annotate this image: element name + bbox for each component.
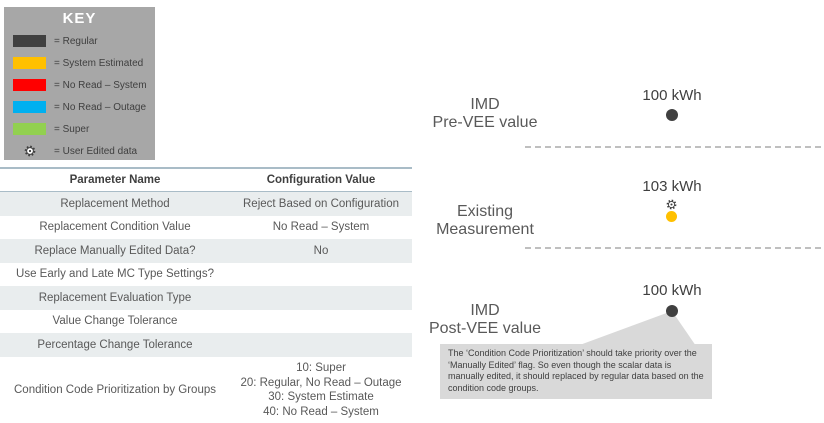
- table-row: Value Change Tolerance: [0, 309, 412, 334]
- no-read-outage-swatch: [13, 101, 46, 113]
- table-row: Replacement Method Reject Based on Confi…: [0, 191, 412, 216]
- existing-system-estimated-dot: [666, 211, 677, 222]
- parameter-name-cell: Value Change Tolerance: [52, 315, 178, 327]
- table-row: Replace Manually Edited Data? No: [0, 239, 412, 263]
- parameter-name-cell: Replacement Evaluation Type: [38, 291, 192, 304]
- legend-title: KEY: [62, 10, 97, 27]
- legend-item-system-estimated: = System Estimated: [4, 52, 155, 74]
- configuration-value-cell: [230, 286, 412, 310]
- post-vee-regular-dot: [666, 305, 678, 317]
- callout-note: The ‘Condition Code Prioritization’ shou…: [440, 344, 712, 399]
- gear-icon: [24, 145, 35, 157]
- callout-pointer: [577, 311, 696, 346]
- legend-item-label: = No Read – Outage: [54, 101, 147, 113]
- pre-vee-regular-dot: [666, 109, 678, 121]
- legend-item-no-read-outage: = No Read – Outage: [4, 96, 155, 118]
- configuration-value-cell: 10: Super 20: Regular, No Read – Outage …: [240, 362, 402, 418]
- configuration-value-cell: [230, 263, 412, 287]
- legend-item-label: = User Edited data: [54, 145, 138, 157]
- legend-item-no-read-system: = No Read – System: [4, 74, 155, 96]
- parameter-name-cell: Condition Code Prioritization by Groups: [14, 383, 216, 396]
- column-header-configuration-value: Configuration Value: [230, 167, 412, 192]
- parameter-name-cell: Replace Manually Edited Data?: [34, 244, 196, 257]
- legend-item-user-edited: = User Edited data: [4, 140, 155, 162]
- existing-measurement-value: 103 kWh: [642, 178, 702, 195]
- table-row: Replacement Condition Value No Read – Sy…: [0, 215, 412, 239]
- table-row: Use Early and Late MC Type Settings?: [0, 262, 412, 287]
- pre-vee-value: 100 kWh: [642, 87, 702, 104]
- system-estimated-swatch: [13, 57, 46, 69]
- legend-item-label: = No Read – System: [54, 79, 147, 91]
- table-header-row: Parameter Name Configuration Value: [0, 167, 412, 192]
- no-read-system-swatch: [13, 79, 46, 91]
- regular-swatch: [13, 35, 46, 47]
- section-divider: [525, 146, 824, 148]
- parameter-name-cell: Replacement Condition Value: [39, 221, 191, 233]
- legend-items: = Regular = System Estimated = No Read –…: [4, 30, 155, 162]
- legend: KEY = Regular = System Estimated = No Re…: [4, 7, 155, 160]
- table-row: Replacement Evaluation Type: [0, 286, 412, 310]
- post-vee-label: IMD Post-VEE value: [428, 302, 542, 337]
- parameter-name-cell: Percentage Change Tolerance: [37, 338, 193, 351]
- legend-item-label: = Regular: [54, 35, 98, 47]
- post-vee-value: 100 kWh: [642, 282, 702, 299]
- table-row: Condition Code Prioritization by Groups …: [0, 356, 412, 423]
- configuration-value-cell: No Read – System: [272, 221, 370, 233]
- configuration-value-cell: No: [313, 244, 329, 257]
- legend-item-label: = Super: [54, 123, 90, 135]
- legend-item-label: = System Estimated: [54, 57, 144, 69]
- legend-item-super: = Super: [4, 118, 155, 140]
- config-table: Parameter Name Configuration Value Repla…: [0, 167, 412, 423]
- existing-measurement-label: Existing Measurement: [436, 203, 534, 238]
- configuration-value-cell: [230, 333, 412, 357]
- column-header-parameter-name: Parameter Name: [0, 167, 230, 192]
- configuration-value-cell: [230, 310, 412, 334]
- table-row: Percentage Change Tolerance: [0, 333, 412, 357]
- section-divider: [525, 247, 824, 249]
- super-swatch: [13, 123, 46, 135]
- configuration-value-cell: Reject Based on Configuration: [243, 197, 399, 210]
- gear-icon: [666, 199, 677, 210]
- pre-vee-label: IMD Pre-VEE value: [432, 96, 538, 131]
- parameter-name-cell: Replacement Method: [60, 197, 170, 210]
- parameter-name-cell: Use Early and Late MC Type Settings?: [16, 268, 214, 280]
- legend-item-regular: = Regular: [4, 30, 155, 52]
